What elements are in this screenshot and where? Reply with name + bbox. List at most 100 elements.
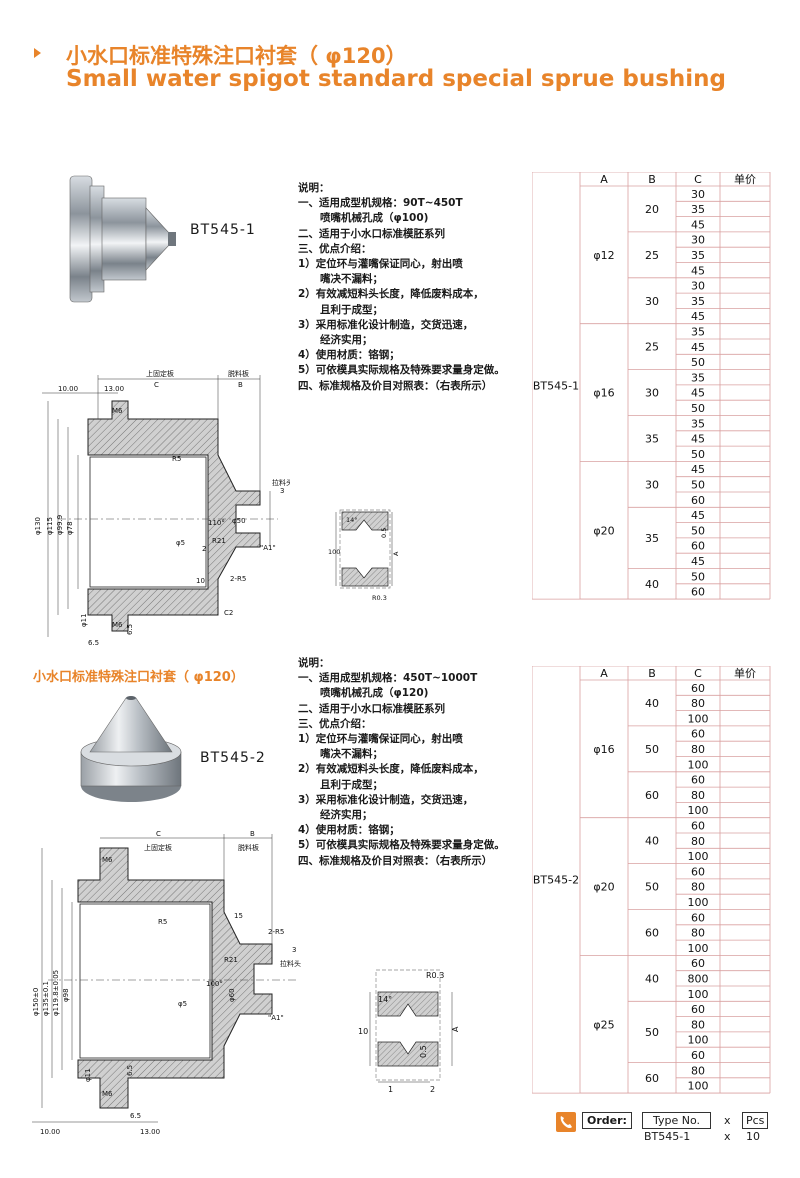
table-cell-c: 35 [691,371,705,384]
table-cell-b: 50 [645,1026,659,1039]
table-cell-b: 40 [645,697,659,710]
table-cell-c: 50 [691,524,705,537]
note-line: 喷嘴机械孔成（φ120) [320,687,429,700]
table-header: A [600,173,608,186]
svg-text:6.5: 6.5 [88,639,99,647]
table-cell-b: 35 [645,532,659,545]
table-cell-c: 60 [691,865,705,878]
note-line: 4）使用材质：铬钢； [298,349,400,362]
technical-drawing-bt545-1: 上固定板 脱料板 C B 13.00 10.00 M6 R5 拉料头 3 110… [34,369,290,647]
table-cell-c: 60 [691,728,705,741]
table-cell-c: 800 [688,973,709,986]
table-cell-c: 45 [691,387,705,400]
svg-text:C: C [154,381,159,389]
svg-text:M6: M6 [112,621,123,629]
svg-text:1: 1 [388,1085,393,1094]
svg-text:φ11: φ11 [80,613,88,627]
table-cell-c: 45 [691,509,705,522]
table-model-cell: BT545-2 [533,874,579,887]
order-type-no: Type No. [642,1112,712,1129]
table-cell-c: 60 [691,774,705,787]
table-cell-c: 60 [691,820,705,833]
svg-text:14°: 14° [346,516,358,524]
technical-drawing-bt545-2: C B 上固定板 脱料板 M6 R5 15 2-R5 3 拉料头 R21 100… [32,830,301,1136]
svg-text:0.5: 0.5 [380,528,388,538]
note-line: 一、适用成型机规格：450T~1000T [298,672,478,685]
svg-text:φ119.8±0.05: φ119.8±0.05 [52,970,60,1016]
svg-text:100: 100 [328,548,340,556]
table-cell-c: 30 [691,280,705,293]
table-cell-c: 60 [691,682,705,695]
svg-text:2: 2 [430,1085,435,1094]
table-cell-b: 25 [645,341,659,354]
table-cell-b: 30 [645,387,659,400]
table-cell-c: 60 [691,540,705,553]
table-cell-b: 50 [645,743,659,756]
table-cell-b: 30 [645,478,659,491]
svg-text:φ5: φ5 [176,539,185,547]
svg-text:13.00: 13.00 [104,385,124,393]
phone-order-icon [556,1112,576,1132]
note-line: 2）有效减短料头长度，降低废料成本， [298,288,484,301]
note-line: 嘴决不漏料； [320,748,383,761]
table-header: 单价 [734,667,756,680]
note-line: 喷嘴机械孔成（φ100) [320,212,429,225]
order-example-qty: 10 [746,1130,760,1143]
note-line: 二、适用于小水口标准模胚系列 [298,702,445,715]
note-line: 1）定位环与灌嘴保证同心，射出喷 [298,258,463,271]
svg-text:2-R5: 2-R5 [268,928,284,936]
svg-text:R21: R21 [212,537,226,545]
note-line: 二、适用于小水口标准模胚系列 [298,227,445,240]
note-line: 嘴决不漏料； [320,273,383,286]
svg-text:3: 3 [292,946,296,954]
note-line: 说明： [298,657,330,669]
table-cell-c: 100 [688,804,709,817]
svg-text:φ130: φ130 [34,517,42,535]
table-cell-c: 45 [691,433,705,446]
title-arrow-icon [34,48,41,58]
note-line: 经济实用； [320,809,373,822]
svg-text:110°: 110° [208,519,225,527]
model-label-bt545-2: BT545-2 [200,750,266,766]
svg-text:0.5: 0.5 [419,1045,428,1058]
table-cell-c: 80 [691,881,705,894]
svg-text:φ99.9: φ99.9 [56,515,64,535]
svg-text:10.00: 10.00 [58,385,78,393]
table-header: B [648,667,656,680]
order-info: Order: Type No. x Pcs BT545-1 x 10 [556,1108,776,1148]
svg-text:10.00: 10.00 [40,1128,60,1136]
svg-text:φ11: φ11 [84,1068,92,1082]
table-cell-c: 30 [691,188,705,201]
table-cell-a: φ20 [593,524,614,537]
table-cell-c: 100 [688,988,709,1001]
table-cell-b: 60 [645,789,659,802]
svg-text:脱料板: 脱料板 [238,843,259,852]
table-cell-b: 60 [645,1072,659,1085]
svg-text:脱料板: 脱料板 [228,369,249,378]
product-photo-bt545-2 [80,696,182,802]
table-cell-c: 35 [691,326,705,339]
svg-text:3: 3 [280,487,284,495]
svg-text:13.00: 13.00 [140,1128,160,1136]
note-line: 3）采用标准化设计制造，交货迅速， [298,318,474,331]
svg-text:φ5: φ5 [178,1000,187,1008]
table-cell-c: 35 [691,295,705,308]
svg-text:M6: M6 [102,1090,113,1098]
table-cell-c: 35 [691,417,705,430]
table-header: A [600,667,608,680]
table-cell-c: 45 [691,555,705,568]
svg-text:10: 10 [196,577,205,585]
svg-text:φ115: φ115 [46,517,54,535]
table-cell-a: φ16 [593,743,614,756]
table-cell-c: 80 [691,697,705,710]
note-line: 四、标准规格及价目对照表：（右表所示） [298,854,493,867]
svg-text:拉料头: 拉料头 [272,478,290,487]
svg-text:M6: M6 [102,856,113,864]
table-cell-c: 100 [688,896,709,909]
note-line: 3）采用标准化设计制造，交货迅速， [298,793,474,806]
model-label-bt545-1: BT545-1 [190,222,256,238]
table-header: C [694,173,702,186]
svg-text:R0.3: R0.3 [372,594,387,602]
table-cell-c: 80 [691,743,705,756]
